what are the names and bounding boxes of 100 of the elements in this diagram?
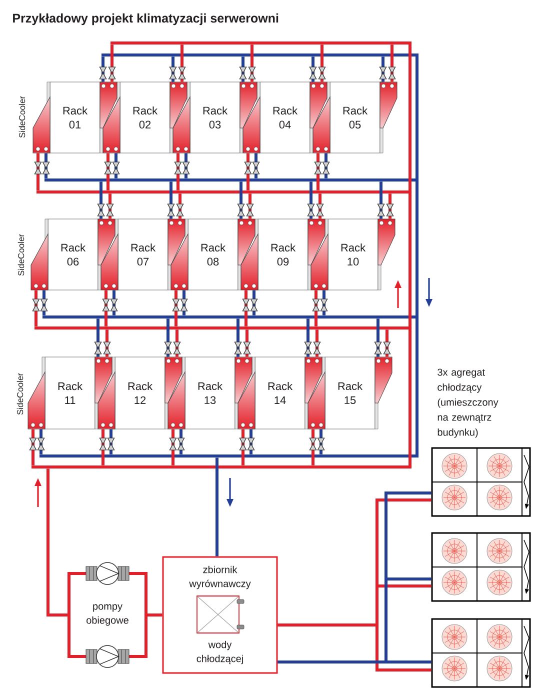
- rack-box: Rack 08: [188, 218, 238, 290]
- pipe: [102, 56, 104, 82]
- rack-box: Rack 11: [44, 356, 96, 430]
- pipe: [34, 326, 412, 330]
- pipe: [320, 44, 324, 82]
- pipe: [36, 153, 40, 190]
- pipe: [110, 429, 112, 454]
- pipe: [40, 429, 42, 454]
- rack-box: Rack 14: [254, 356, 306, 430]
- pump-loop: pompy obiegowe: [68, 572, 148, 658]
- side-label: SideCooler: [18, 96, 26, 138]
- pipe: [322, 290, 326, 316]
- pipe: [320, 429, 322, 454]
- side-cooler: [234, 356, 256, 430]
- pipe: [380, 182, 382, 219]
- rack-box: Rack 10: [328, 218, 378, 290]
- pipe: [248, 194, 252, 219]
- pipe: [242, 56, 244, 82]
- pipe: [278, 624, 432, 672]
- side-label: SideCooler: [18, 234, 24, 276]
- pipe: [408, 42, 412, 468]
- pipe: [246, 330, 248, 357]
- pipe: [110, 42, 412, 44]
- pipe: [40, 454, 418, 458]
- side-cooler: [374, 356, 392, 430]
- side-cooler: [98, 218, 118, 290]
- pipe: [104, 290, 108, 326]
- rack-box: Rack 06: [48, 218, 98, 290]
- side-cooler: [170, 82, 190, 154]
- side-cooler: [240, 82, 260, 154]
- rack-box: Rack 13: [184, 356, 236, 430]
- pipe: [44, 178, 418, 182]
- rack-box: Rack 02: [120, 82, 170, 154]
- pipe: [250, 44, 254, 82]
- side-cooler: [238, 218, 258, 290]
- pipe: [382, 56, 384, 82]
- pipe: [44, 153, 48, 178]
- pipe: [180, 429, 182, 454]
- pipe: [178, 194, 182, 219]
- pipe: [114, 153, 118, 178]
- pipe: [42, 290, 46, 316]
- pipe: [108, 194, 112, 219]
- side-cooler: [28, 356, 46, 430]
- pipe: [376, 318, 380, 357]
- rack-box: Rack 05: [330, 82, 380, 154]
- pipe: [34, 290, 38, 326]
- pipe: [388, 194, 392, 219]
- side-cooler: [164, 356, 186, 430]
- title: Przykładowy projekt klimatyzacji serwerowni: [13, 13, 278, 26]
- pipe: [312, 429, 314, 466]
- pipe: [176, 153, 180, 190]
- pipe: [316, 153, 320, 190]
- pipe: [96, 318, 100, 357]
- side-cooler: [304, 356, 326, 430]
- pipe: [242, 429, 244, 466]
- pipe: [306, 318, 310, 357]
- side-cooler: [32, 82, 50, 154]
- rack-box: Rack 12: [114, 356, 166, 430]
- rack-box: Rack 15: [324, 356, 376, 430]
- side-cooler: [310, 82, 330, 154]
- pipe: [310, 182, 312, 219]
- pipe: [180, 44, 184, 82]
- rack-box: Rack 03: [190, 82, 240, 154]
- rack-box: Rack 07: [118, 218, 168, 290]
- pipe: [148, 614, 162, 616]
- side-cooler: [378, 218, 396, 290]
- pipe: [172, 56, 174, 82]
- side-cooler: [168, 218, 188, 290]
- pipe: [32, 429, 34, 466]
- pipe: [42, 316, 418, 318]
- rack-box: Rack 09: [258, 218, 308, 290]
- pipe: [100, 182, 102, 219]
- pipe: [252, 290, 256, 316]
- rack-box: Rack 04: [260, 82, 310, 154]
- pipe: [32, 466, 412, 468]
- pipe: [102, 54, 418, 56]
- pipe: [216, 458, 218, 556]
- pipe: [316, 330, 318, 357]
- pipe: [386, 330, 388, 357]
- rack-box: Rack 01: [50, 82, 100, 154]
- pipe: [184, 153, 188, 178]
- side-label: SideCooler: [16, 373, 24, 415]
- side-cooler: [380, 82, 398, 154]
- pipe: [172, 429, 174, 466]
- pipe: [318, 194, 322, 219]
- pipe: [254, 153, 258, 178]
- pipe: [182, 290, 186, 316]
- pipe: [390, 44, 394, 82]
- side-cooler: [100, 82, 120, 154]
- pipe: [166, 318, 170, 357]
- pipe: [236, 318, 240, 357]
- pipe: [278, 660, 432, 664]
- note-text: 3x agregat chłodzący (umieszczony na zewnątrz budynku): [438, 368, 498, 438]
- pipe: [112, 290, 116, 316]
- pipe: [102, 429, 104, 466]
- side-cooler: [30, 218, 48, 290]
- pipe: [244, 290, 248, 326]
- pipe: [312, 56, 314, 82]
- pipe: [106, 330, 108, 357]
- pipe: [170, 182, 172, 219]
